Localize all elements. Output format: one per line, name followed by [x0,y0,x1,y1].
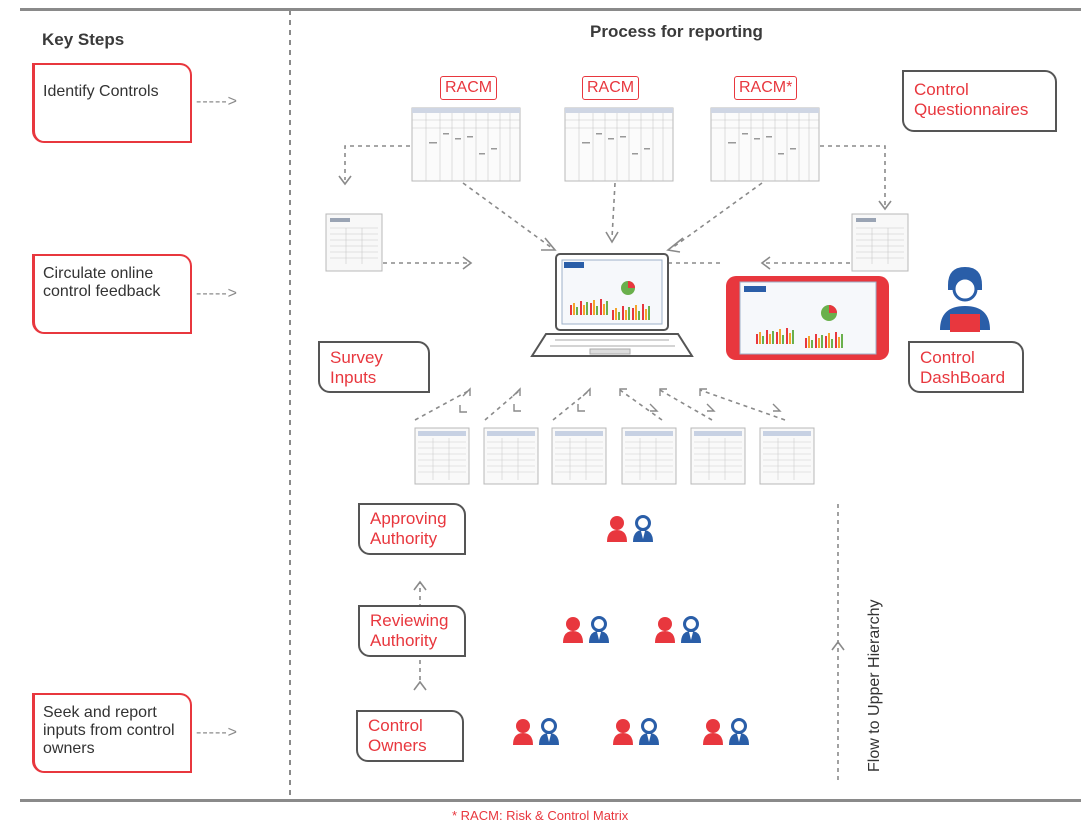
control-questionnaires-box: Control Questionnaires [902,70,1057,132]
tablet-icon [726,276,889,360]
racm-document-icon [564,107,674,182]
step-identify-controls: Identify Controls [32,63,192,143]
racm-document-icon [411,107,521,182]
step-circulate-feedback: Circulate online control feedback [32,254,192,334]
control-owners-box: Control Owners [356,710,464,762]
document-icon [325,213,383,272]
arrow-icon: -----> [196,285,238,302]
racm-label-2: RACM [582,76,640,100]
flow-label: Flow to Upper Hierarchy [866,599,883,773]
people-pair-icon [613,718,661,747]
top-rule [20,8,1081,11]
approving-authority-box: Approving Authority [358,503,466,555]
people-pair-icon [563,616,611,645]
people-pair-icon [607,515,655,544]
survey-document-icon [414,427,470,485]
key-steps-title: Key Steps [42,30,125,49]
step-seek-report: Seek and report inputs from control owne… [32,693,192,773]
survey-document-icon [690,427,746,485]
bottom-rule [20,799,1081,802]
people-pair-icon [703,718,751,747]
arrow-icon: -----> [196,93,238,110]
laptop-icon [530,253,694,357]
survey-document-icon [621,427,677,485]
survey-document-icon [483,427,539,485]
arrow-icon [459,387,782,413]
people-pair-icon [655,616,703,645]
survey-document-icon [759,427,815,485]
racm-document-icon [710,107,820,182]
user-icon [940,267,990,332]
section-divider [289,10,291,800]
footnote: * RACM: Risk & Control Matrix [452,808,629,823]
control-dashboard-box: Control DashBoard [908,341,1024,393]
document-icon [851,213,909,272]
people-pair-icon [513,718,561,747]
process-title: Process for reporting [590,22,763,41]
flow-connectors [344,145,886,780]
racm-label-1: RACM [440,76,498,100]
arrow-icon: -----> [196,724,238,741]
arrow-icon [338,175,892,691]
survey-inputs-box: Survey Inputs [318,341,430,393]
racm-label-3: RACM* [734,76,798,100]
reviewing-authority-box: Reviewing Authority [358,605,466,657]
survey-document-icon [551,427,607,485]
